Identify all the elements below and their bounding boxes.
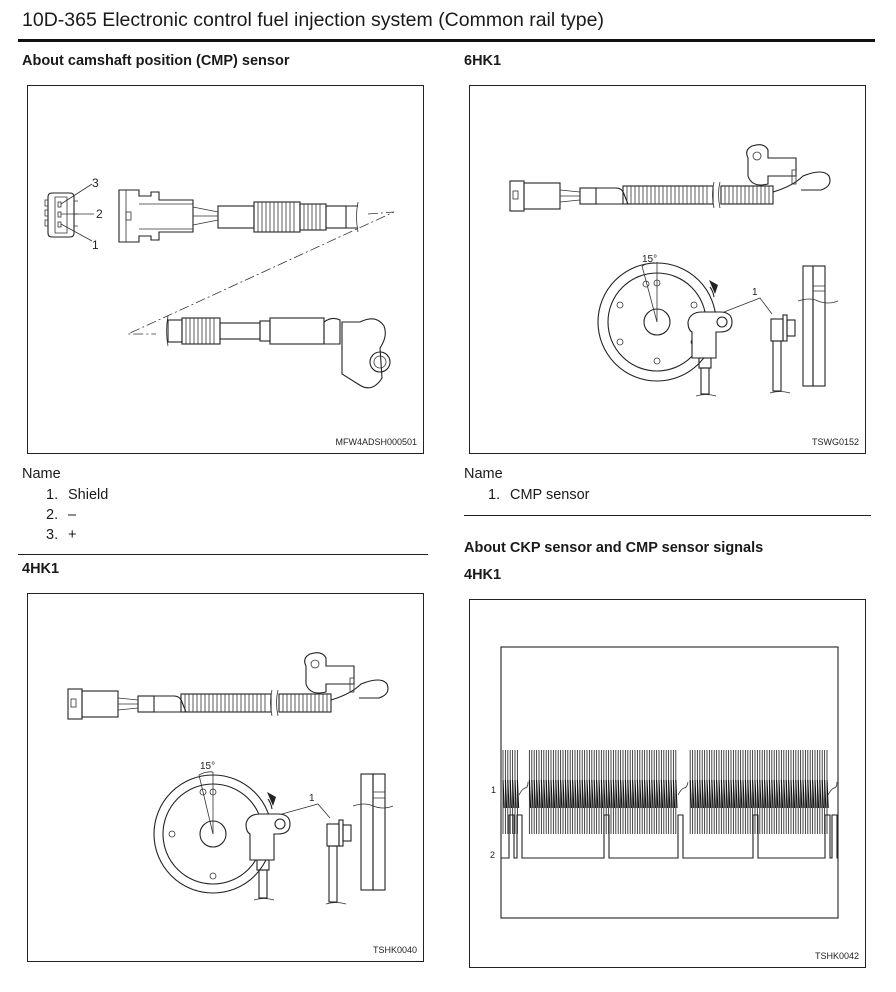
hk6-side-view-icon xyxy=(769,265,839,394)
ckp-signal-band xyxy=(502,779,829,809)
sensor-callout: 1 xyxy=(752,287,758,298)
ckp-signal-trace xyxy=(502,750,838,834)
connector-face-icon xyxy=(44,183,94,242)
name-item: 1.Shield xyxy=(46,487,109,503)
angle-label: 15° xyxy=(200,761,215,772)
page-header: 10D-365 Electronic control fuel injectio… xyxy=(22,9,604,31)
signals-subheading: 4HK1 xyxy=(464,567,502,583)
trace-label-cmp: 2 xyxy=(490,850,495,860)
signals-figure: 1 2 TSHK0042 xyxy=(469,599,866,968)
header-rule xyxy=(18,39,875,42)
waveform-frame xyxy=(500,646,839,919)
cmp-sensor-heading: About camshaft position (CMP) sensor xyxy=(22,53,290,69)
name-item: 3.+ xyxy=(46,527,77,543)
section-divider xyxy=(18,554,428,555)
section-divider xyxy=(464,515,871,516)
hk6-sensor-figure: 15° 1 TSWG0152 xyxy=(469,85,866,454)
hk4-heading: 4HK1 xyxy=(22,561,60,577)
sensor-callout: 1 xyxy=(309,793,315,804)
rotation-arrow-shaft xyxy=(267,798,273,810)
rotation-arrow-icon xyxy=(267,792,276,806)
cmp-sensor-drawing: 3 2 1 xyxy=(44,176,395,389)
figure-code: TSHK0040 xyxy=(372,945,417,955)
figure-code: TSWG0152 xyxy=(811,437,859,447)
hk4-sensor-figure: 15° 1 TSHK0040 xyxy=(27,593,424,962)
hk6-harness-icon xyxy=(509,144,831,212)
hk4-side-view-icon xyxy=(325,773,394,905)
cmp-sensor-figure: 3 2 1 xyxy=(27,85,424,454)
signals-heading: About CKP sensor and CMP sensor signals xyxy=(464,540,764,556)
harness-connector-icon xyxy=(118,189,359,243)
pin-label-1: 1 xyxy=(92,238,99,252)
cmp-sensor-name-list: Name 1.Shield 2.– 3.+ xyxy=(22,466,108,545)
rotation-arrow-shaft xyxy=(709,286,715,298)
name-item: 1.CMP sensor xyxy=(488,487,590,503)
pin-label-3: 3 xyxy=(92,176,99,190)
hk6-heading: 6HK1 xyxy=(464,53,502,69)
signals-waveform: 1 2 xyxy=(490,646,839,919)
pin-label-2: 2 xyxy=(96,207,103,221)
hk4-cmp-sensor-icon xyxy=(245,813,291,901)
hk4-harness-icon xyxy=(67,652,389,720)
cmp-signal-trace xyxy=(501,814,838,859)
hk6-name-list: Name 1.CMP sensor xyxy=(464,466,590,505)
cmp-sensor-body-icon xyxy=(166,315,391,389)
angle-label: 15° xyxy=(642,254,657,265)
name-item: 2.– xyxy=(46,507,77,523)
hk6-sensor-drawing: 15° 1 xyxy=(509,144,839,397)
ckp-missing-tooth-gap xyxy=(677,781,689,796)
figure-code: TSHK0042 xyxy=(814,951,859,961)
figure-code: MFW4ADSH000501 xyxy=(335,437,417,447)
trace-label-ckp: 1 xyxy=(491,785,496,795)
hk4-sensor-drawing: 15° 1 xyxy=(67,652,394,905)
name-list-title: Name xyxy=(464,466,503,482)
ckp-missing-tooth-gap xyxy=(518,781,529,796)
rotation-arrow-icon xyxy=(709,280,718,294)
hk6-cmp-sensor-icon xyxy=(687,311,733,397)
ckp-missing-tooth-gap xyxy=(827,781,838,796)
name-list-title: Name xyxy=(22,466,61,482)
